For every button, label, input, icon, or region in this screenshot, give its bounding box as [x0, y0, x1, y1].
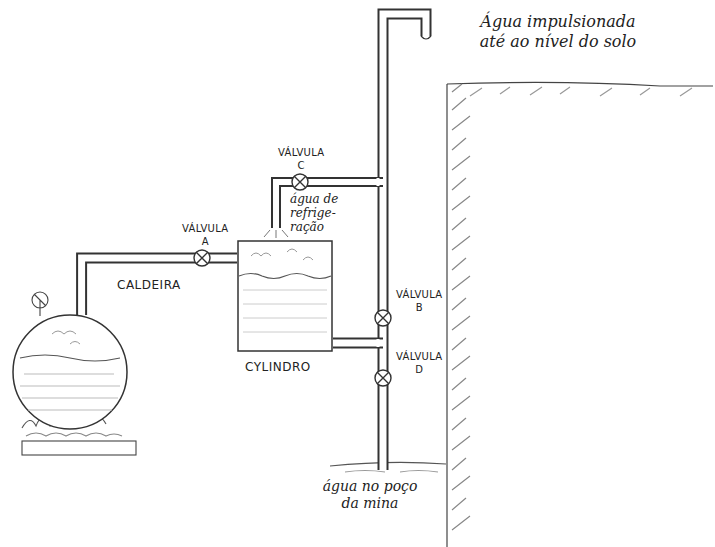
valve-label: VÁLVULA C — [278, 146, 324, 172]
cooling-note: água de refrige- ração — [290, 192, 352, 234]
steam-pipe — [82, 258, 237, 315]
valves — [194, 174, 391, 386]
boiler: CALDEIRA — [12, 314, 128, 430]
valve-label: VÁLVULA B — [396, 288, 442, 314]
valve-label: VÁLVULA A — [182, 222, 228, 248]
cooling-spray — [264, 230, 288, 238]
water-note: água no poço da mina — [320, 478, 420, 512]
part-name: CALDEIRA — [117, 278, 181, 292]
part-name: CYLINDRO — [245, 360, 311, 374]
boiler-outline — [12, 314, 128, 430]
cylinder: CYLINDRO — [237, 240, 333, 352]
cylinder-outline — [237, 240, 333, 352]
outlet-note: Água impulsionada até ao nível do solo — [468, 12, 648, 52]
valve-label: VÁLVULA D — [396, 350, 442, 376]
